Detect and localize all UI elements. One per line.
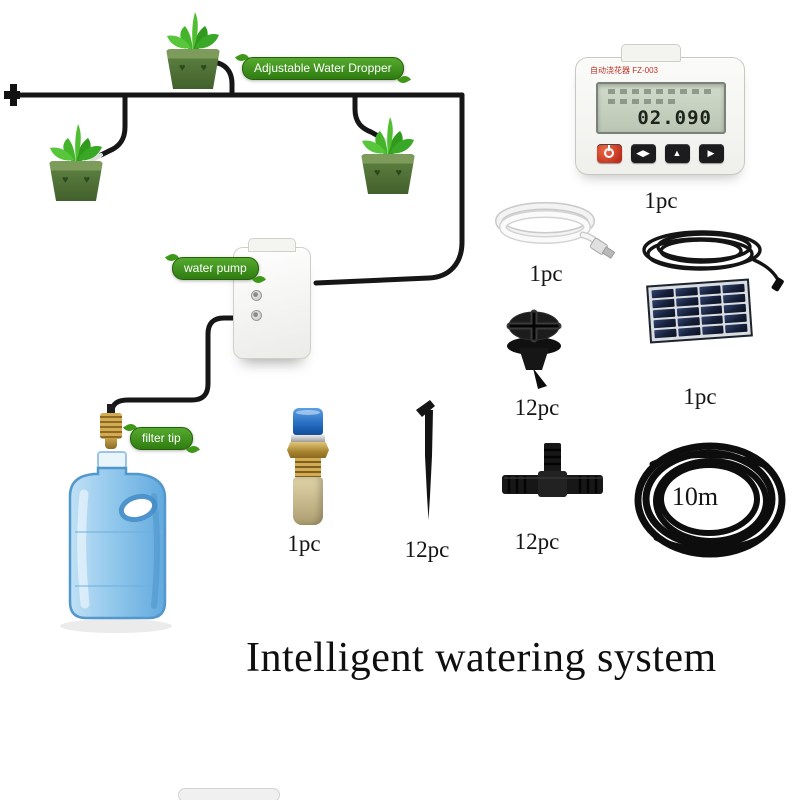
timer-buttons: ◀▶ ▲ ▶ bbox=[576, 144, 744, 163]
plant-pot-right: ♥ ♥ bbox=[358, 113, 418, 194]
tube-branch-left-pot bbox=[98, 92, 128, 158]
tube-pump-to-filter bbox=[109, 315, 253, 423]
qty-timer: 1pc bbox=[644, 188, 678, 213]
heart-decoration: ♥ ♥ bbox=[373, 167, 409, 179]
usb-connector bbox=[589, 237, 616, 259]
black-cable-coil bbox=[642, 230, 784, 292]
solar-panel-assembly bbox=[628, 218, 786, 356]
label-water-pump: water pump bbox=[172, 257, 259, 280]
heart-decoration: ♥ ♥ bbox=[61, 174, 97, 186]
plant-pot-top: ♥ ♥ bbox=[163, 8, 223, 89]
page-bottom-artifact bbox=[178, 788, 280, 800]
tube-branch-right-pot bbox=[352, 92, 383, 140]
metal-collar bbox=[291, 435, 325, 442]
tubing-coil bbox=[634, 442, 786, 558]
blue-cap bbox=[293, 408, 323, 435]
filter-element bbox=[293, 477, 323, 525]
qty-stake: 12pc bbox=[404, 537, 450, 562]
qty-tee: 12pc bbox=[514, 529, 560, 554]
tube-end bbox=[107, 404, 115, 415]
pot-body: ♥ ♥ bbox=[361, 154, 415, 194]
plant-pot-left: ♥ ♥ bbox=[46, 120, 106, 201]
threaded-body bbox=[295, 458, 321, 477]
lcd-segment-row bbox=[608, 89, 714, 94]
up-button[interactable]: ▲ bbox=[664, 144, 690, 163]
dc-plug bbox=[771, 277, 784, 292]
brass-hex-nut bbox=[287, 442, 329, 458]
lcd-segment-row bbox=[608, 99, 678, 104]
pot-body: ♥ ♥ bbox=[166, 49, 220, 89]
brass-filter-tip bbox=[105, 438, 117, 449]
pump-nozzle bbox=[251, 310, 262, 321]
confirm-button[interactable]: ▶ bbox=[698, 144, 724, 163]
qty-usb-cable: 1pc bbox=[529, 261, 563, 286]
label-filter-tip: filter tip bbox=[130, 427, 193, 450]
timer-model-text: 自动浇花器 FZ-003 bbox=[590, 66, 659, 75]
usb-cable bbox=[495, 202, 616, 259]
watering-timer: 自动浇花器 FZ-003 02.090 ◀▶ ▲ ▶ bbox=[575, 44, 745, 175]
power-icon bbox=[604, 145, 614, 158]
label-adjustable-water-dropper: Adjustable Water Dropper bbox=[242, 57, 404, 80]
coil-length-label: 10m bbox=[671, 482, 719, 511]
page-title: Intelligent watering system bbox=[246, 635, 717, 681]
solar-panel bbox=[646, 278, 753, 344]
tube-white-left bbox=[89, 153, 103, 163]
seedling-icon bbox=[50, 124, 102, 164]
seedling-icon bbox=[167, 12, 219, 52]
tee-connector bbox=[502, 443, 603, 497]
quick-connector bbox=[286, 408, 330, 528]
lcd-value: 02.090 bbox=[637, 107, 712, 129]
qty-connector: 1pc bbox=[287, 531, 321, 556]
drip-stake bbox=[416, 400, 435, 520]
power-button[interactable] bbox=[596, 144, 622, 163]
left-right-button[interactable]: ◀▶ bbox=[630, 144, 656, 163]
water-bottle bbox=[60, 451, 172, 633]
seedling-icon bbox=[362, 117, 414, 157]
qty-dripper: 12pc bbox=[514, 395, 560, 420]
bottle-handle bbox=[118, 493, 158, 523]
brass-filter-body bbox=[100, 413, 122, 439]
bottle-cap bbox=[97, 451, 127, 469]
qty-solar-panel: 1pc bbox=[683, 384, 717, 409]
tube-to-pump bbox=[313, 92, 465, 286]
pot-body: ♥ ♥ bbox=[49, 161, 103, 201]
dripper bbox=[506, 309, 562, 389]
heart-decoration: ♥ ♥ bbox=[178, 62, 214, 74]
lcd-screen: 02.090 bbox=[596, 82, 726, 134]
tube-end-plug bbox=[4, 84, 20, 106]
pump-nozzle bbox=[251, 290, 262, 301]
filter-tip bbox=[96, 404, 126, 450]
